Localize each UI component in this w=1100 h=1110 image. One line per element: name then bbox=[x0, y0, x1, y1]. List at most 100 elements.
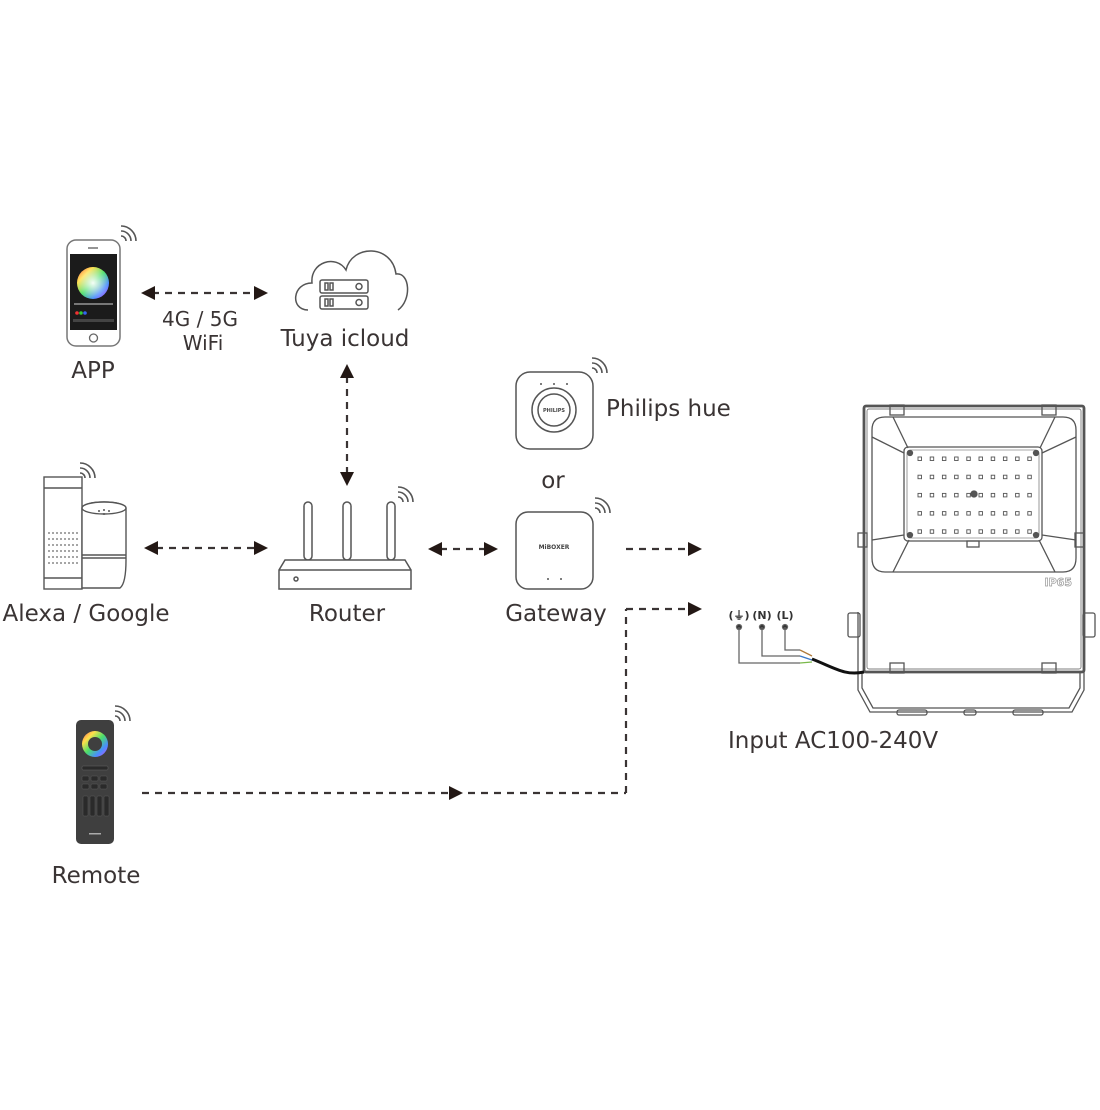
arrow-right-icon bbox=[688, 542, 702, 556]
smartphone-icon bbox=[66, 225, 137, 347]
led-chip bbox=[1027, 492, 1032, 498]
led-chip bbox=[966, 529, 971, 534]
led-chip bbox=[929, 456, 935, 461]
led-chip bbox=[1015, 529, 1020, 534]
arrow-left-icon bbox=[428, 542, 442, 556]
led-chip bbox=[941, 511, 947, 516]
philips-hue-bridge-icon: PHILIPS bbox=[515, 357, 608, 450]
led-chip bbox=[1027, 474, 1032, 480]
router-label: Router bbox=[309, 601, 386, 627]
arrow-left-icon bbox=[141, 286, 155, 300]
led-chip bbox=[978, 474, 983, 480]
led-chip bbox=[990, 474, 996, 480]
philips-label: Philips hue bbox=[606, 396, 731, 422]
led-chip bbox=[1015, 492, 1020, 498]
arrow-right-icon bbox=[254, 541, 268, 555]
link-gateway-floodlight bbox=[626, 542, 702, 556]
link-app-cloud bbox=[141, 286, 268, 300]
led-chip bbox=[929, 511, 935, 516]
arrow-left-icon bbox=[144, 541, 158, 555]
link-cloud-router bbox=[340, 364, 354, 486]
wifi-signal-icon bbox=[120, 225, 137, 242]
screw bbox=[906, 531, 914, 539]
led-chip bbox=[954, 456, 959, 461]
led-chip bbox=[990, 529, 996, 534]
led-array bbox=[906, 449, 1040, 539]
led-chip bbox=[954, 474, 959, 480]
led-chip bbox=[941, 474, 947, 480]
link-remote-floodlight bbox=[142, 602, 702, 800]
led-chip bbox=[941, 529, 947, 534]
gateway-label: Gateway bbox=[505, 601, 607, 627]
gateway-brand-text: MiBOXER bbox=[539, 544, 570, 551]
link-router-gateway bbox=[428, 542, 498, 556]
led-chip bbox=[978, 511, 983, 516]
wifi-signal-icon bbox=[79, 462, 96, 479]
led-chip bbox=[954, 511, 959, 516]
led-chip bbox=[978, 492, 983, 498]
led-chip bbox=[966, 511, 971, 516]
floodlight-label: Input AC100-240V bbox=[728, 728, 938, 754]
app-label: APP bbox=[71, 358, 115, 384]
led-chip bbox=[917, 511, 922, 516]
led-chip bbox=[978, 529, 983, 534]
arrow-right-icon bbox=[254, 286, 268, 300]
arrow-right-icon bbox=[484, 542, 498, 556]
wifi-signal-icon bbox=[591, 357, 608, 374]
led-chip bbox=[941, 492, 947, 498]
led-chip bbox=[1002, 456, 1008, 461]
led-chip bbox=[978, 456, 983, 461]
led-chip bbox=[954, 492, 959, 498]
led-chip bbox=[1027, 456, 1032, 461]
led-floodlight-icon: IP65 bbox=[847, 404, 1096, 716]
led-chip bbox=[1002, 511, 1008, 516]
wifi-signal-icon bbox=[397, 486, 414, 503]
led-chip bbox=[1015, 511, 1020, 516]
screw bbox=[906, 449, 914, 457]
led-chip bbox=[1027, 529, 1032, 534]
wifi-signal-icon bbox=[114, 705, 131, 722]
led-chip bbox=[917, 529, 922, 534]
link-label-line2: WiFi bbox=[183, 331, 224, 355]
led-chip bbox=[990, 456, 996, 461]
link-label-line1: 4G / 5G bbox=[162, 307, 238, 331]
or-label: or bbox=[541, 468, 565, 494]
led-chip bbox=[1002, 474, 1008, 480]
arrow-right-icon bbox=[449, 786, 463, 800]
arrow-right-icon bbox=[688, 602, 702, 616]
led-chip bbox=[929, 492, 935, 498]
led-chip bbox=[917, 456, 922, 461]
terminal-neutral: (N) bbox=[752, 609, 771, 622]
led-chip bbox=[990, 492, 996, 498]
led-chip bbox=[929, 474, 935, 480]
led-chip bbox=[966, 474, 971, 480]
led-chip bbox=[1015, 474, 1020, 480]
cloud-label: Tuya icloud bbox=[280, 326, 410, 352]
led-chip bbox=[1002, 529, 1008, 534]
led-chip bbox=[941, 456, 947, 461]
arrow-up-icon bbox=[340, 364, 354, 378]
led-chip bbox=[917, 492, 922, 498]
screw bbox=[1032, 531, 1040, 539]
arrow-down-icon bbox=[340, 472, 354, 486]
smart-speakers-icon bbox=[43, 462, 127, 590]
terminal-ground: (⏚) bbox=[728, 609, 749, 622]
led-chip bbox=[929, 529, 935, 534]
power-wiring bbox=[735, 623, 865, 675]
wifi-router-icon bbox=[278, 486, 414, 590]
led-chip bbox=[966, 492, 971, 498]
assistant-label: Alexa / Google bbox=[2, 601, 169, 627]
link-assistant-router bbox=[144, 541, 268, 555]
led-chip bbox=[966, 456, 971, 461]
led-chip bbox=[990, 511, 996, 516]
sensor bbox=[970, 490, 978, 498]
led-chip bbox=[917, 474, 922, 480]
led-chip bbox=[954, 529, 959, 534]
rgb-remote-icon bbox=[76, 705, 131, 844]
led-chip bbox=[1027, 511, 1032, 516]
ip-rating: IP65 bbox=[1045, 576, 1072, 589]
speaker-grille bbox=[48, 532, 78, 564]
led-chip bbox=[1002, 492, 1008, 498]
cloud-server-icon bbox=[294, 250, 409, 311]
remote-label: Remote bbox=[52, 863, 141, 889]
